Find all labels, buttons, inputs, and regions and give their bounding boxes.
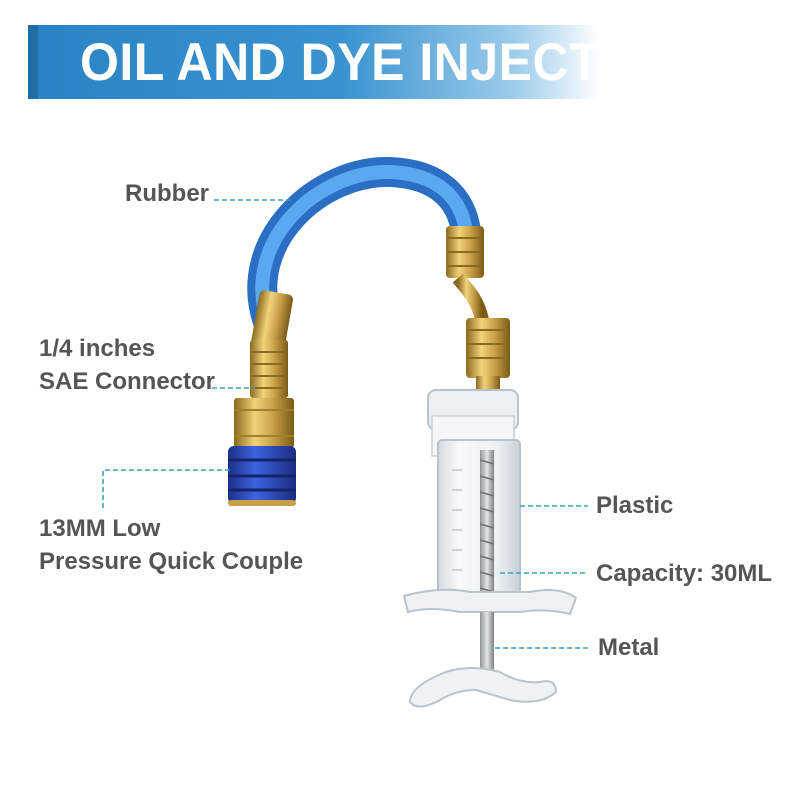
leader-coupler bbox=[102, 469, 230, 508]
sae-connector bbox=[234, 398, 294, 448]
callout-metal: Metal bbox=[598, 634, 660, 661]
callout-coupler-line2: Pressure Quick Couple bbox=[39, 548, 304, 575]
syringe-barrel bbox=[427, 389, 521, 601]
callout-rubber: Rubber bbox=[125, 180, 209, 207]
callout-capacity: Capacity: 30ML bbox=[596, 560, 773, 587]
leader-lines bbox=[102, 199, 588, 649]
quick-coupler bbox=[228, 446, 296, 506]
right-hose-fitting bbox=[446, 226, 510, 392]
title-accent-bar bbox=[28, 25, 38, 99]
plunger-handle bbox=[408, 612, 558, 708]
page-title: OIL AND DYE INJECTOR bbox=[80, 32, 676, 92]
callout-plastic: Plastic bbox=[596, 492, 674, 519]
callout-coupler-line1: 13MM Low bbox=[39, 515, 161, 542]
callout-sae-line1: 1/4 inches bbox=[39, 335, 156, 362]
finger-flange bbox=[402, 588, 578, 616]
title-banner: OIL AND DYE INJECTOR bbox=[28, 25, 675, 99]
callout-sae-line2: SAE Connector bbox=[39, 368, 216, 395]
rubber-hose-highlight bbox=[255, 164, 473, 329]
left-hose-fitting bbox=[250, 290, 293, 398]
